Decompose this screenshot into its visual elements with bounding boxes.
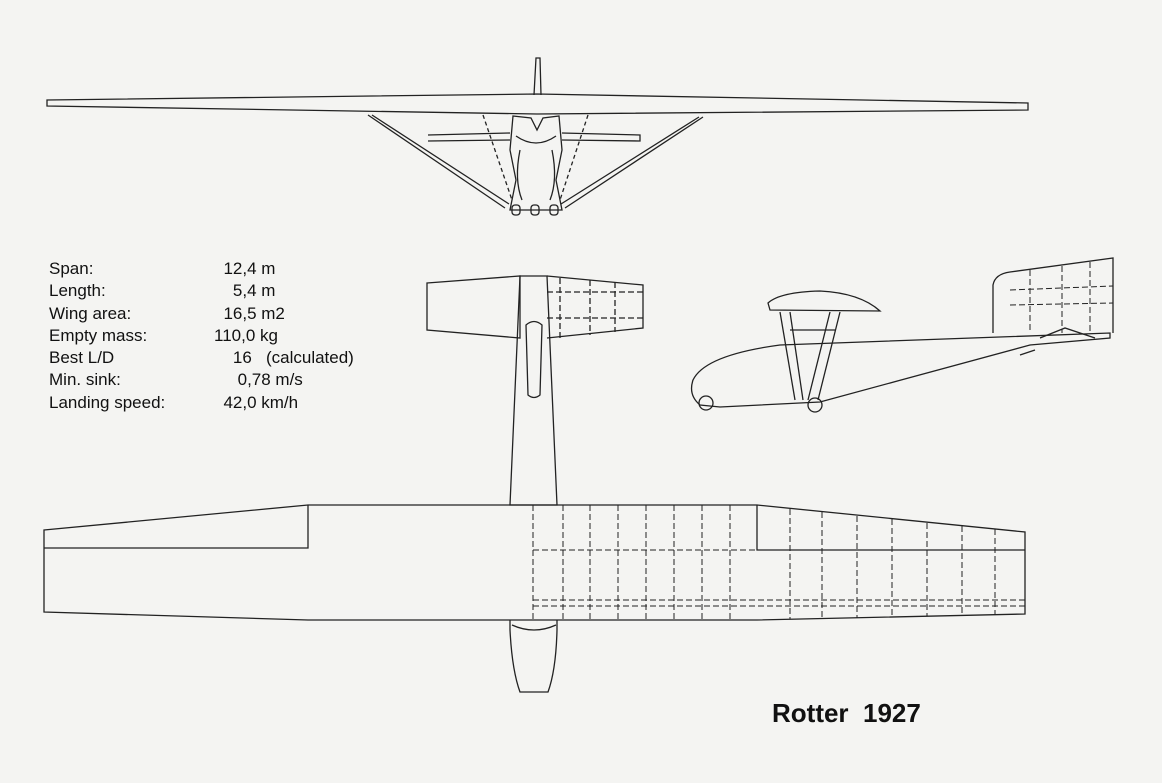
front-view bbox=[46, 57, 1029, 216]
spec-label: Length: bbox=[49, 281, 106, 301]
front-struts-inner bbox=[482, 114, 589, 201]
spec-row-wing-area: Wing area: 16,5 m2 bbox=[49, 303, 354, 325]
spec-row-landing-speed: Landing speed: 42,0 km/h bbox=[49, 392, 354, 414]
side-wheel-front bbox=[698, 395, 714, 411]
spec-label: Empty mass: bbox=[49, 325, 148, 345]
spec-value: 110,0 kg bbox=[214, 325, 278, 345]
spec-value: 16,5 m2 bbox=[214, 303, 285, 323]
front-wheel-left bbox=[511, 204, 521, 216]
side-wing bbox=[767, 290, 882, 312]
spec-value: 12,4 m bbox=[214, 259, 276, 278]
front-fuselage bbox=[509, 115, 563, 211]
front-wheel-mid bbox=[530, 204, 540, 216]
spec-value: 0,78 m/s bbox=[214, 370, 303, 390]
front-tailplane bbox=[427, 132, 641, 142]
side-fin bbox=[992, 257, 1114, 333]
spec-row-span: Span: 12,4 m bbox=[49, 258, 354, 280]
spec-label: Landing speed: bbox=[49, 392, 166, 412]
spec-row-length: Length: 5,4 m bbox=[49, 280, 354, 302]
top-nose bbox=[509, 620, 558, 693]
side-view bbox=[690, 257, 1114, 413]
aileron-left bbox=[44, 505, 309, 549]
specifications-table: Span: 12,4 m Length: 5,4 m Wing area: 16… bbox=[49, 258, 354, 414]
spec-value: 5,4 m bbox=[214, 281, 276, 301]
front-fin bbox=[533, 57, 542, 96]
spec-value: 16 (calculated) bbox=[214, 348, 354, 368]
side-wheel-main bbox=[807, 397, 823, 413]
spec-value: 42,0 km/h bbox=[214, 392, 299, 412]
side-struts bbox=[779, 311, 841, 401]
side-fuselage bbox=[690, 332, 1111, 408]
spec-label: Best L/D bbox=[49, 348, 115, 368]
spec-label: Span: bbox=[49, 259, 94, 278]
front-wheel-right bbox=[549, 204, 559, 216]
top-boom bbox=[509, 275, 558, 506]
front-wing bbox=[46, 93, 1029, 115]
top-wing bbox=[43, 504, 1026, 621]
spec-row-empty-mass: Empty mass: 110,0 kg bbox=[49, 325, 354, 347]
spec-row-best-ld: Best L/D 16 (calculated) bbox=[49, 347, 354, 369]
top-view bbox=[43, 275, 1026, 693]
drawing-title: Rotter 1927 bbox=[772, 698, 921, 728]
aileron-right bbox=[756, 505, 1025, 551]
spec-label: Wing area: bbox=[49, 303, 132, 323]
top-tailplane bbox=[426, 275, 644, 339]
spec-row-min-sink: Min. sink: 0,78 m/s bbox=[49, 369, 354, 391]
front-struts bbox=[367, 114, 704, 209]
spec-label: Min. sink: bbox=[49, 370, 121, 390]
